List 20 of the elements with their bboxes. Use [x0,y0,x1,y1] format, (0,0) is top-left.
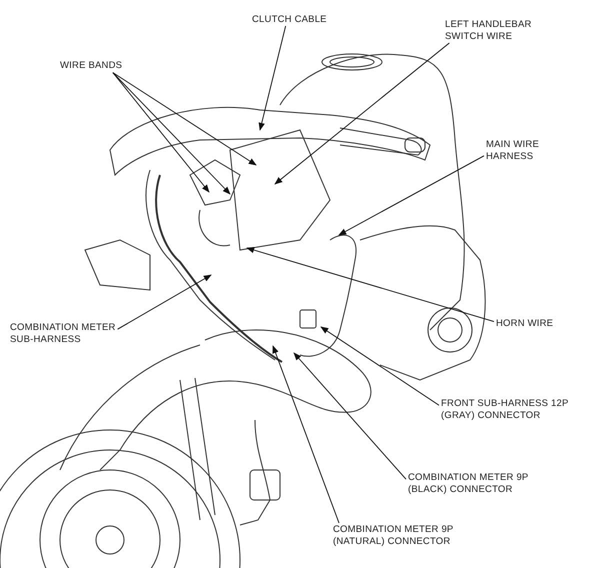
leader-line [338,155,484,236]
part-label: FRONT SUB-HARNESS 12P (GRAY) CONNECTOR [441,398,571,422]
part-label: CLUTCH CABLE [252,14,332,26]
leader-line [112,72,231,195]
part-label: LEFT HANDLEBAR SWITCH WIRE [445,19,545,43]
leader-line [293,352,406,480]
leader-line [112,72,210,193]
leader-line [272,345,340,524]
leader-line [112,72,257,166]
part-label: COMBINATION METER 9P (BLACK) CONNECTOR [408,472,538,496]
leader-line [246,247,494,322]
leader-line [117,274,212,330]
leader-line [320,326,440,406]
part-label: MAIN WIRE HARNESS [486,139,546,163]
part-label: HORN WIRE [496,318,566,330]
part-label: COMBINATION METER SUB-HARNESS [10,322,135,346]
part-label: WIRE BANDS [60,60,130,72]
leader-line [258,26,286,131]
part-label: COMBINATION METER 9P (NATURAL) CONNECTOR [333,524,468,548]
leader-line [274,42,450,184]
